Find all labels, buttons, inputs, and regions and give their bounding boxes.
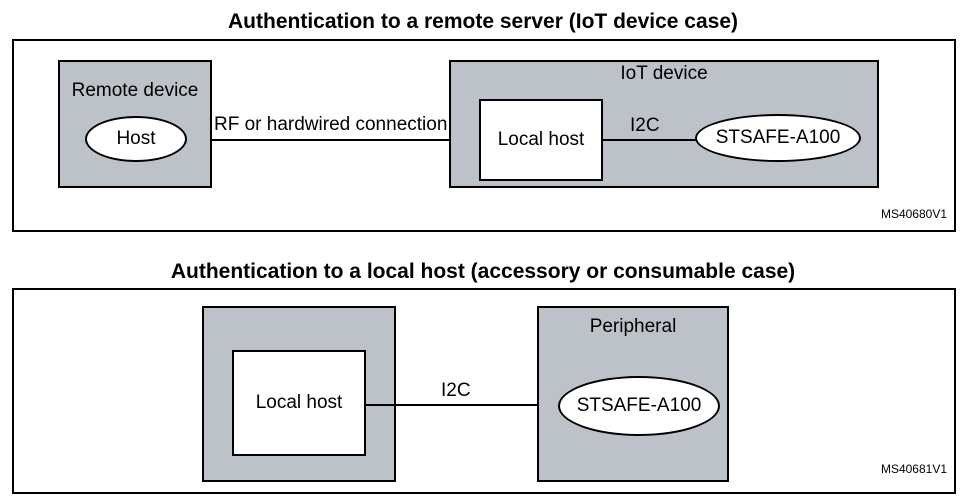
local-host-box-1: Local host [479, 99, 603, 181]
host-label: Host [116, 128, 156, 149]
stsafe-label-2: STSAFE-A100 [576, 395, 702, 416]
i2c-line-2 [366, 404, 560, 406]
stsafe-node-1: STSAFE-A100 [695, 114, 861, 162]
remote-device-label: Remote device [71, 80, 199, 101]
diagram2-frame [12, 288, 956, 494]
stsafe-node-2: STSAFE-A100 [558, 376, 720, 436]
figure-code-1: MS40680V1 [880, 207, 947, 221]
local-host-label-2: Local host [255, 392, 343, 413]
i2c-label-2: I2C [441, 380, 471, 401]
peripheral-label: Peripheral [589, 316, 677, 337]
i2c-line-1 [603, 139, 697, 141]
rf-connection-line [212, 139, 450, 141]
iot-device-label: IoT device [620, 63, 708, 84]
diagram1-title: Authentication to a remote server (IoT d… [228, 10, 738, 33]
local-host-box-2: Local host [232, 350, 366, 456]
figure-code-2: MS40681V1 [880, 462, 947, 476]
i2c-label-1: I2C [630, 115, 660, 136]
rf-connection-label: RF or hardwired connection [214, 114, 448, 135]
stsafe-label-1: STSAFE-A100 [715, 127, 841, 148]
diagram2-title: Authentication to a local host (accessor… [170, 260, 796, 283]
local-host-label-1: Local host [497, 129, 585, 150]
host-node: Host [85, 116, 187, 162]
